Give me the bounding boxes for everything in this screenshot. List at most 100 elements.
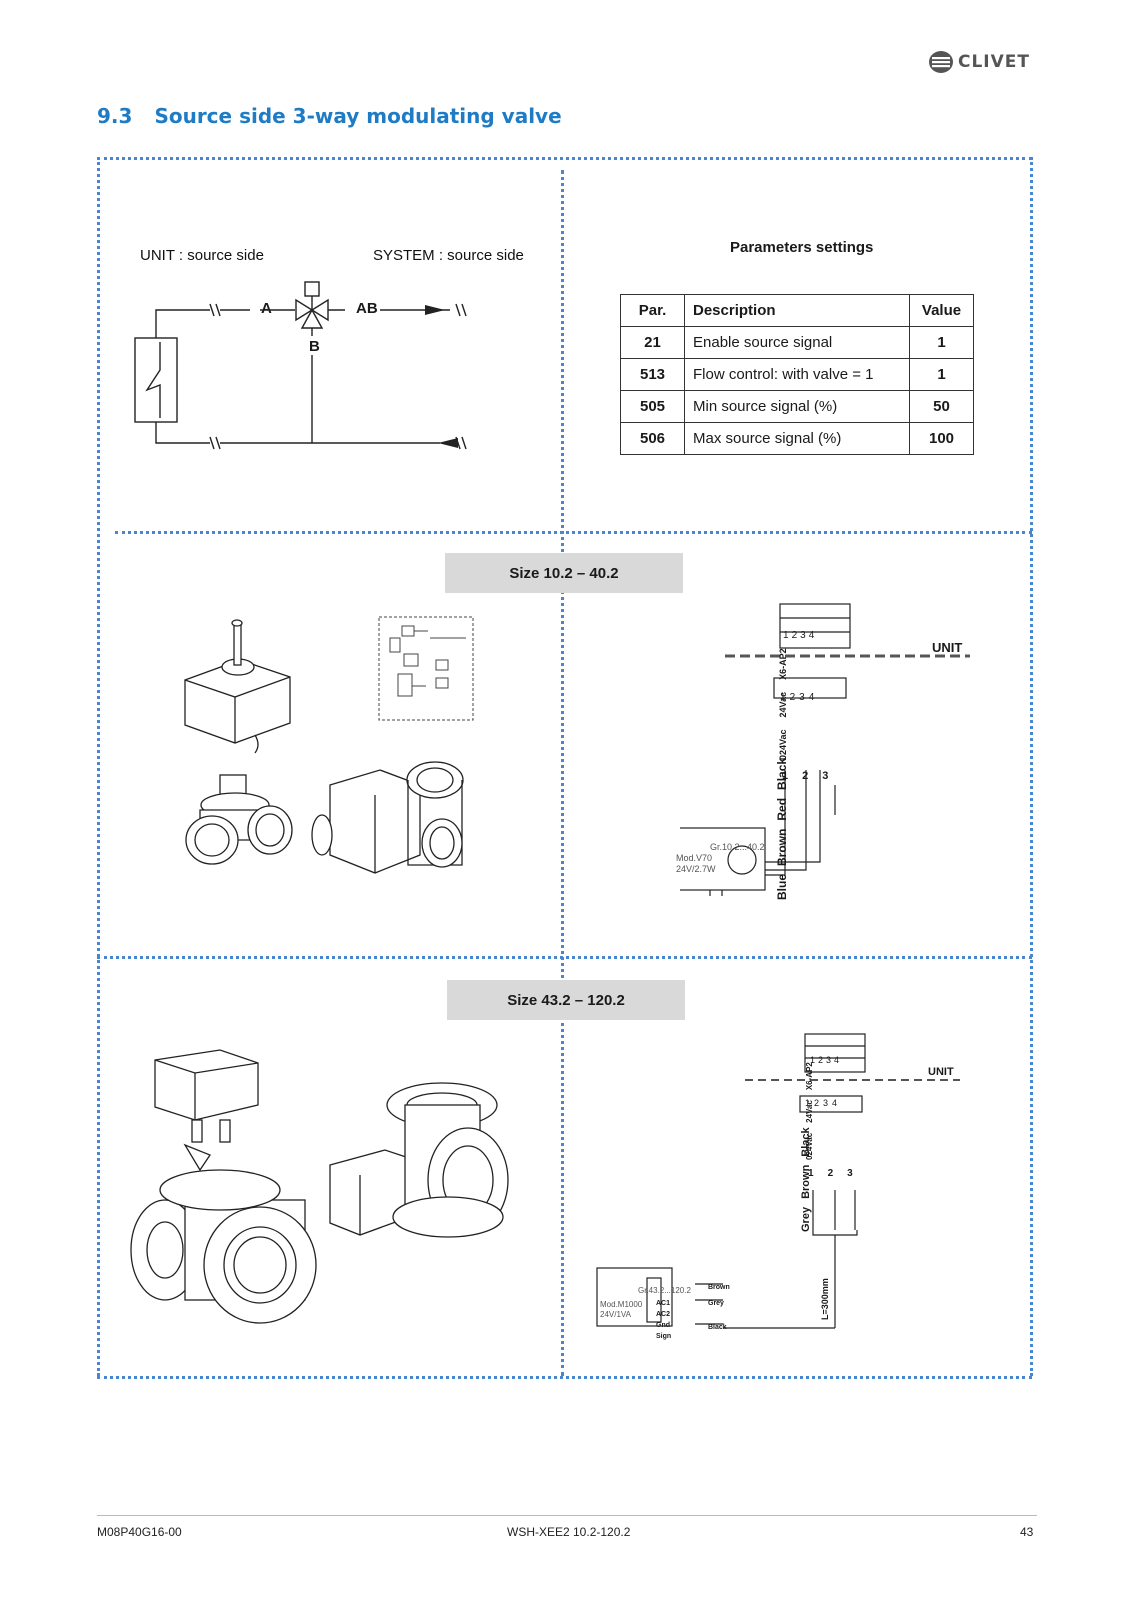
large-terminal-names: AC1 AC2 Gnd Sign [656,1298,671,1342]
small-connector-top: 1 2 3 4 [783,630,814,641]
port-b-label: B [309,338,320,355]
pin-label: 1 [780,692,786,703]
unit-side-label: UNIT : source side [140,247,264,264]
section-number: 9.3 [97,104,133,128]
pin-label: 1 [805,1098,811,1108]
pin-label: 2 [789,692,796,703]
hydraulic-schematic [134,281,467,450]
pin-label: 1 [783,630,789,641]
wire-label: Red [775,797,789,821]
pin-label: 2 [814,1098,820,1108]
small-wiring-diagram [680,603,970,896]
pin-number: 2 [827,1168,834,1179]
actuator-model: Mod.M1000 [600,1300,643,1309]
header-value: Value [909,294,974,327]
cell-description: Flow control: with valve = 1 [684,358,910,391]
footer-divider [97,1515,1037,1516]
pin-label: 4 [834,1055,840,1065]
large-actuator-info: Gr.43.2...120.2 Mod.M1000 24V/1VA [600,1286,691,1320]
cell-description: Max source signal (%) [684,422,910,455]
pin-number: 2 [802,770,809,782]
large-terminal-wires: Brown Grey Black [708,1280,730,1336]
wire-label: Black [800,1127,812,1157]
actuator-power: 24V/2.7W [676,864,716,874]
cell-par: 506 [620,422,685,455]
wire-label: Brown [800,1164,812,1199]
small-pins: 1 2 3 [782,770,828,782]
frame-left [97,157,100,1376]
cell-par: 505 [620,390,685,423]
wire-label: Black [775,757,789,790]
header-par: Par. [620,294,685,327]
terminal-name: Sign [656,1333,672,1340]
pin-label: 2 [818,1055,824,1065]
table-row: 505 Min source signal (%) 50 [620,390,974,423]
pin-label: 4 [808,630,815,641]
frame-divider-1 [115,531,1032,534]
actuator-model: Mod.V70 [676,853,713,863]
pin-number: 1 [808,1168,814,1179]
cell-value: 1 [909,326,974,359]
small-connector-bottom: 1 2 3 4 [780,692,814,703]
table-row: 513 Flow control: with valve = 1 1 [620,358,974,391]
size-small-label: Size 10.2 – 40.2 [445,553,683,593]
cell-value: 1 [909,358,974,391]
terminal-label: X6-AP2 [778,648,788,680]
cell-value: 50 [909,390,974,423]
table-header-row: Par. Description Value [620,294,974,327]
table-row: 21 Enable source signal 1 [620,326,974,359]
parameters-table: Par. Description Value 21 Enable source … [620,294,974,455]
small-unit-label: UNIT [932,640,963,655]
cell-description: Min source signal (%) [684,390,910,423]
pin-label: 4 [832,1098,838,1108]
terminal-wire: Black [708,1324,727,1331]
large-unit-label: UNIT [928,1066,954,1078]
small-wire-colors: Blue Brown Red Black [775,758,789,900]
terminal-label: X6-AP2 [805,1062,814,1091]
small-terminals: 024Vac 24Vac X6-AP2 [778,648,788,760]
terminal-label: 024Vac [778,729,788,760]
terminal-wire: Grey [708,1300,724,1307]
pin-number: 3 [847,1168,853,1179]
parameters-title: Parameters settings [730,239,874,256]
header-description: Description [684,294,910,327]
pin-label: 1 [810,1055,816,1065]
cable-length-label: L=300mm [820,1278,830,1320]
small-valve-illustration [184,619,464,874]
cell-par: 513 [620,358,685,391]
cell-value: 100 [909,422,974,455]
clivet-logo-icon [929,51,953,73]
brand-logo: CLIVET [928,48,1038,76]
terminal-name: AC2 [656,1311,671,1318]
frame-divider-2 [97,956,1032,959]
table-row: 506 Max source signal (%) 100 [620,422,974,455]
pin-label: 2 [791,630,798,641]
pin-number: 1 [782,770,789,782]
port-ab-label: AB [356,300,378,317]
frame-right [1030,157,1033,1376]
large-wire-colors: Grey Brown Black [800,1127,812,1232]
footer-page-number: 43 [1020,1525,1034,1539]
port-a-label: A [261,300,272,317]
brand-name: CLIVET [958,52,1030,72]
large-wiring-diagram [596,1033,960,1329]
terminal-label: 24Vac [778,691,788,718]
section-heading: 9.3 Source side 3-way modulating valve [97,104,562,128]
cell-description: Enable source signal [684,326,910,359]
cell-par: 21 [620,326,685,359]
pin-number: 3 [822,770,829,782]
large-pins: 1 2 3 [808,1168,853,1179]
terminal-name: AC1 [656,1300,671,1307]
actuator-power: 24V/1VA [600,1310,631,1319]
footer-doc-code: M08P40G16-00 [97,1525,182,1539]
actuator-range: Gr.10.2...40.2 [710,842,765,852]
frame-top [97,157,1032,160]
pin-label: 3 [823,1098,829,1108]
size-large-label: Size 43.2 – 120.2 [447,980,685,1020]
wire-label: Grey [800,1206,812,1232]
pin-label: 3 [800,630,806,641]
small-actuator-info: Gr.10.2...40.2 Mod.V70 24V/2.7W [676,842,765,875]
pin-label: 3 [799,692,805,703]
large-valve-illustration [130,1049,509,1324]
wire-label: Blue [775,873,789,900]
